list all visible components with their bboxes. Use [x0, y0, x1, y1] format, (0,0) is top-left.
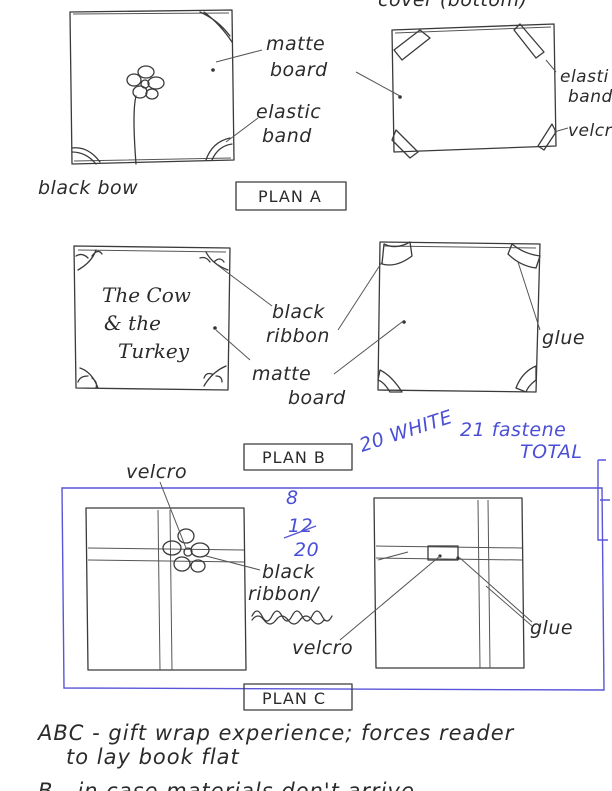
matte-board-label-a: matte	[266, 33, 325, 55]
book-title-line-1: The Cow	[102, 283, 191, 307]
black-ribbon-label-c2: ribbon/	[248, 583, 321, 605]
budget-fraction: 8 12 20	[284, 487, 319, 561]
matte-board-label-b2: board	[288, 387, 346, 409]
note-line-1: ABC - gift wrap experience; forces reade…	[36, 721, 515, 745]
black-ribbon-label-b2: ribbon	[266, 325, 330, 347]
plan-c-label: PLAN C	[262, 689, 326, 708]
glue-label-c: glue	[530, 617, 573, 639]
fasteners-note: 21 fastene	[460, 419, 566, 441]
black-bow-flower	[127, 66, 164, 164]
fasteners-total-note: TOTAL	[520, 441, 583, 463]
fraction-top: 8	[286, 487, 299, 509]
elastic-band-label-a: elastic	[256, 101, 321, 123]
black-bow-label: black bow	[38, 177, 138, 199]
fraction-denominator: 20	[294, 539, 319, 561]
plan-b-left-board: The Cow & the Turkey	[74, 246, 272, 390]
black-ribbon-label-c: black	[262, 561, 315, 583]
plan-c-left-board	[86, 482, 260, 670]
book-title-line-3: Turkey	[118, 339, 190, 363]
top-cut-label: cover (bottom)	[378, 0, 527, 11]
note-line-2: to lay book flat	[66, 745, 240, 769]
plan-a-left-board	[70, 10, 262, 164]
plan-a-label: PLAN A	[258, 187, 322, 206]
ribbon-scribble	[252, 611, 332, 624]
black-ribbon-label-b: black	[272, 301, 325, 323]
right-edge-marks	[598, 460, 610, 540]
white-count-note: 20 WHITE	[357, 406, 456, 457]
note-line-3: B - in case materials don't arrive	[38, 779, 415, 791]
elastic-band-label-a2: band	[262, 125, 312, 147]
matte-board-label-a2: board	[270, 59, 328, 81]
elastic-band-label-right2: band	[568, 87, 612, 107]
velcro-label-c-top: velcro	[126, 461, 187, 483]
elastic-band-label-right: elasti	[560, 67, 609, 87]
fraction-numerator: 12	[288, 515, 313, 537]
book-title-line-2: & the	[104, 311, 161, 335]
plan-a-right-board	[356, 24, 568, 158]
glue-label-b: glue	[542, 327, 585, 349]
plan-c-right-board	[340, 498, 532, 668]
velcro-label-c-bottom: velcro	[292, 637, 353, 659]
plan-b-right-board	[334, 242, 540, 392]
plan-b-label: PLAN B	[262, 448, 326, 467]
matte-board-label-b: matte	[252, 363, 311, 385]
velcro-label-right: velcro	[568, 121, 612, 141]
